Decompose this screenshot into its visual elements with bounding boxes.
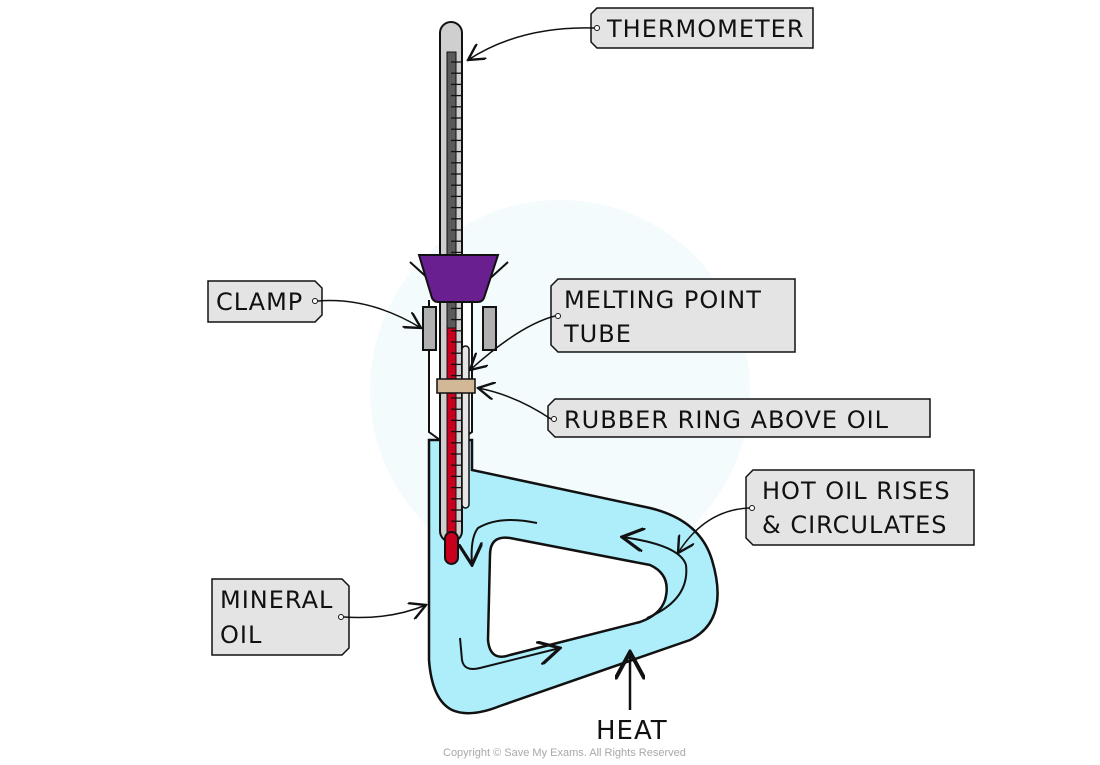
melting-point-tube bbox=[461, 345, 470, 509]
label-melting-point-tube: MELTING POINT TUBE bbox=[470, 278, 796, 370]
label-thermometer-text: THERMOMETER bbox=[606, 15, 805, 43]
rubber-ring bbox=[436, 378, 476, 394]
copyright-text: Copyright © Save My Exams. All Rights Re… bbox=[443, 747, 686, 759]
label-mineral-oil-line1: MINERAL bbox=[220, 586, 333, 614]
thermometer-mercury-column bbox=[446, 327, 457, 541]
thermometer-bulb bbox=[444, 531, 459, 565]
label-hot-oil-line2: & CIRCULATES bbox=[762, 511, 948, 539]
circulation-arrows bbox=[459, 518, 688, 670]
label-melting-point-tube-line1: MELTING POINT bbox=[564, 286, 762, 314]
label-clamp-text: CLAMP bbox=[216, 288, 303, 316]
circulation-arrow-right-up bbox=[622, 537, 688, 619]
circulation-arrow-top-down bbox=[472, 518, 538, 565]
label-mineral-oil-line2: OIL bbox=[220, 621, 262, 649]
label-mineral-oil: MINERAL OIL bbox=[211, 578, 426, 656]
label-melting-point-tube-line2: TUBE bbox=[563, 320, 632, 348]
label-rubber-ring-text: RUBBER RING ABOVE OIL bbox=[564, 406, 889, 434]
stopper bbox=[417, 254, 500, 303]
label-thermometer: THERMOMETER bbox=[468, 7, 814, 60]
heat-label: HEAT bbox=[596, 716, 668, 746]
clamp-jaw-right bbox=[482, 306, 497, 351]
label-rubber-ring: RUBBER RING ABOVE OIL bbox=[478, 388, 931, 438]
circulation-arrow-bottom-right bbox=[459, 637, 560, 670]
thermometer-ticks bbox=[451, 61, 461, 522]
heat-indicator: HEAT bbox=[596, 652, 668, 746]
clamp bbox=[409, 261, 509, 351]
tube-inner-loop bbox=[486, 536, 668, 658]
clamp-jaw-left bbox=[422, 306, 437, 351]
label-clamp: CLAMP bbox=[207, 280, 421, 328]
label-hot-oil-line1: HOT OIL RISES bbox=[762, 477, 951, 505]
label-hot-oil: HOT OIL RISES & CIRCULATES bbox=[678, 469, 975, 553]
